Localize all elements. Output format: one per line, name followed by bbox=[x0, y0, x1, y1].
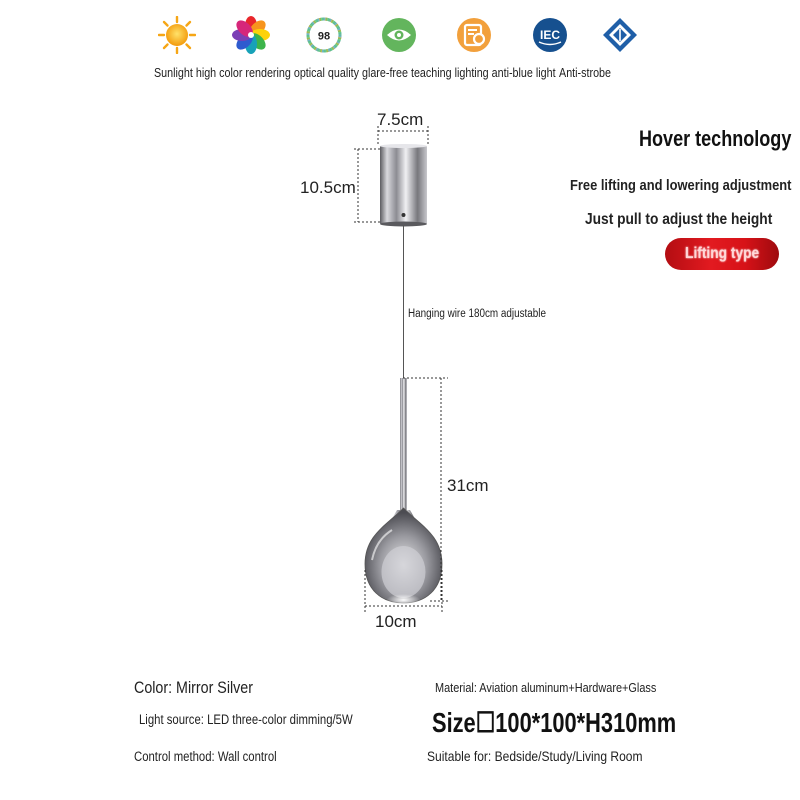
feature-text: Sunlight high color rendering optical qu… bbox=[154, 66, 556, 80]
spec-size: Size☐100*100*H310mm bbox=[432, 707, 677, 738]
canopy-width-label: 7.5cm bbox=[377, 110, 424, 129]
glass-globe bbox=[364, 507, 443, 606]
iec-icon: IEC bbox=[533, 18, 567, 52]
anti-strobe-text: Anti-strobe bbox=[559, 66, 612, 80]
spec-suitable: Suitable for: Bedside/Study/Living Room bbox=[427, 748, 643, 764]
hover-technology-title: Hover technology bbox=[639, 126, 792, 151]
hover-line-pull: Just pull to adjust the height bbox=[585, 211, 773, 228]
canopy-height-dimension bbox=[354, 148, 380, 223]
lifting-type-label: Lifting type bbox=[684, 245, 760, 262]
spec-color: Color: Mirror Silver bbox=[134, 678, 254, 697]
canopy bbox=[380, 146, 427, 224]
pendant-rod bbox=[400, 378, 407, 510]
sun-icon bbox=[158, 16, 196, 54]
pendant-width-label: 10cm bbox=[375, 612, 417, 631]
eye-icon bbox=[382, 18, 416, 52]
canopy-width-dimension bbox=[377, 126, 429, 146]
certification-diamond-icon bbox=[603, 18, 637, 52]
anti-blue-light-icon bbox=[457, 18, 491, 52]
canopy-height-label: 10.5cm bbox=[300, 178, 356, 197]
hover-line-lifting: Free lifting and lowering adjustment bbox=[570, 177, 792, 194]
hanging-wire-label: Hanging wire 180cm adjustable bbox=[408, 308, 547, 320]
pendant-width-dimension bbox=[364, 570, 443, 612]
spec-material: Material: Aviation aluminum+Hardware+Gla… bbox=[435, 680, 657, 695]
pendant-height-label: 31cm bbox=[447, 476, 489, 495]
cri-98-icon: 98 bbox=[306, 17, 342, 53]
cri-98-label: 98 bbox=[318, 31, 330, 43]
color-wheel-icon bbox=[232, 16, 270, 54]
spec-light-source: Light source: LED three-color dimming/5W bbox=[139, 712, 353, 727]
iec-label: IEC bbox=[540, 28, 560, 42]
pendant-height-dimension bbox=[403, 377, 448, 602]
feature-description: Sunlight high color rendering optical qu… bbox=[154, 66, 611, 80]
lifting-type-badge: Lifting type bbox=[665, 238, 779, 270]
spec-control: Control method: Wall control bbox=[134, 749, 277, 764]
